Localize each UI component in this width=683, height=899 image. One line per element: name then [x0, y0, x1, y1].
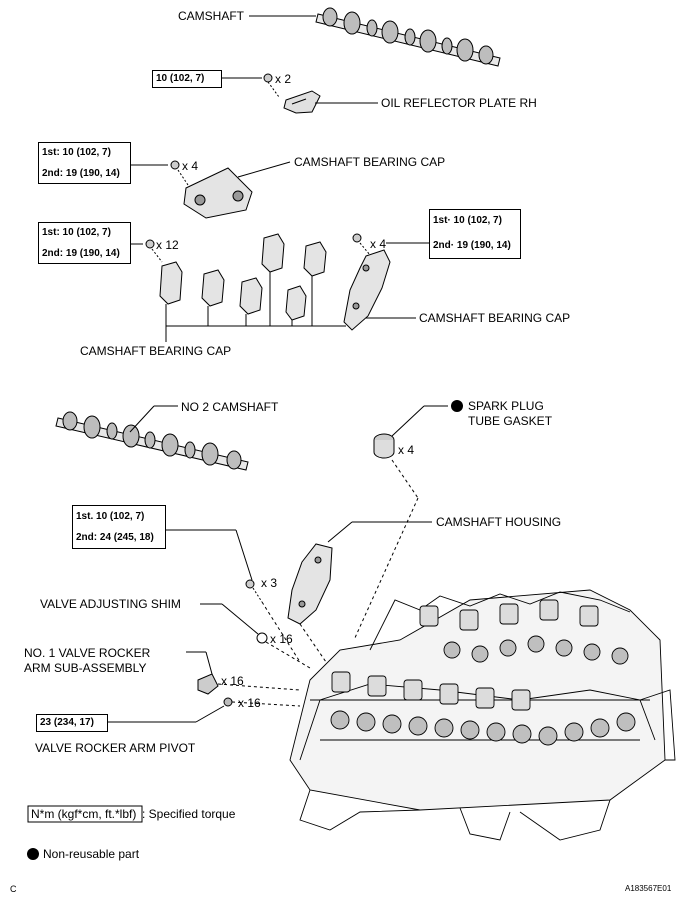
- label-camshaft-housing: CAMSHAFT HOUSING: [436, 515, 562, 529]
- qty-bearing-cap-right-bolts: x 4: [370, 237, 387, 251]
- torque-box-housing: 1st. 10 (102, 7) 2nd: 24 (245, 18): [72, 505, 166, 549]
- camshaft-drawing: [315, 7, 501, 67]
- torque-second: 2nd: 19 (190, 14): [42, 248, 120, 259]
- legend-torque-desc: : Specified torque: [142, 807, 236, 821]
- qty-spark-plug-gasket: x 4: [398, 443, 415, 457]
- label-bearing-cap-bottom: CAMSHAFT BEARING CAP: [80, 344, 232, 358]
- footer-code: A183567E01: [625, 884, 672, 893]
- torque-first: 1st. 10 (102, 7): [76, 511, 145, 522]
- legend-torque-box: [27, 805, 143, 823]
- label-camshaft: CAMSHAFT: [178, 9, 244, 23]
- torque-box-bearing-cap-left: 1st: 10 (102, 7) 2nd: 19 (190, 14): [38, 222, 131, 264]
- qty-oil-reflector-bolts: x 2: [275, 72, 292, 86]
- torque-box-pivot: 23 (234, 17): [36, 714, 108, 732]
- oil-reflector-bolt: [263, 73, 280, 98]
- footer-left: C: [10, 884, 17, 894]
- label-spark-plug-1: SPARK PLUG: [468, 399, 544, 413]
- label-rocker-arm-2: ARM SUB-ASSEMBLY: [24, 661, 147, 675]
- qty-rocker-arm: x 16: [221, 674, 244, 688]
- qty-pivot: x 16: [238, 696, 261, 710]
- bearing-caps-small: [159, 233, 327, 321]
- legend-non-reusable-dot: [27, 848, 39, 860]
- oil-reflector-plate: [283, 90, 321, 114]
- qty-bearing-cap-left-bolts: x 12: [156, 238, 179, 252]
- label-rocker-pivot: VALVE ROCKER ARM PIVOT: [35, 741, 196, 755]
- torque-second: 2nd· 19 (190, 14): [433, 240, 511, 251]
- qty-housing-bolts: x 3: [261, 576, 278, 590]
- label-no2-camshaft: NO 2 CAMSHAFT: [181, 400, 279, 414]
- label-spark-plug-2: TUBE GASKET: [468, 414, 553, 428]
- no2-camshaft-drawing: [55, 411, 249, 471]
- camshaft-housing: [287, 543, 333, 625]
- bearing-cap-right: [343, 249, 391, 331]
- label-oil-reflector-plate: OIL REFLECTOR PLATE RH: [381, 96, 537, 110]
- torque-first: 1st· 10 (102, 7): [433, 215, 502, 226]
- legend-non-reusable: Non-reusable part: [43, 847, 140, 861]
- label-valve-adjusting-shim: VALVE ADJUSTING SHIM: [40, 597, 181, 611]
- bearing-cap-top: [183, 167, 253, 219]
- torque-box-bearing-cap-top: 1st: 10 (102, 7) 2nd: 19 (190, 14): [38, 142, 131, 184]
- cylinder-head-drawing: [289, 589, 676, 841]
- label-bearing-cap-top: CAMSHAFT BEARING CAP: [294, 155, 446, 169]
- torque-second: 2nd: 19 (190, 14): [42, 168, 120, 179]
- torque-box-bearing-cap-right: 1st· 10 (102, 7) 2nd· 19 (190, 14): [429, 209, 521, 259]
- non-reusable-dot: [451, 400, 463, 412]
- torque-second: 2nd: 24 (245, 18): [76, 532, 154, 543]
- rocker-pivot-part: [223, 697, 233, 707]
- qty-shim: x 16: [270, 632, 293, 646]
- torque-box-oil-reflector: 10 (102, 7): [152, 70, 222, 88]
- spark-plug-gasket: [373, 433, 395, 459]
- label-bearing-cap-right: CAMSHAFT BEARING CAP: [419, 311, 571, 325]
- qty-bearing-cap-top-bolts: x 4: [182, 159, 199, 173]
- legend-torque-unit: N*m (kgf*cm, ft.*lbf): [31, 807, 137, 821]
- torque-first: 1st: 10 (102, 7): [42, 227, 111, 238]
- torque-value: 10 (102, 7): [156, 73, 205, 84]
- torque-value: 23 (234, 17): [40, 717, 94, 728]
- torque-first: 1st: 10 (102, 7): [42, 147, 111, 158]
- rocker-arm-part: [197, 673, 219, 695]
- label-rocker-arm-1: NO. 1 VALVE ROCKER: [24, 646, 151, 660]
